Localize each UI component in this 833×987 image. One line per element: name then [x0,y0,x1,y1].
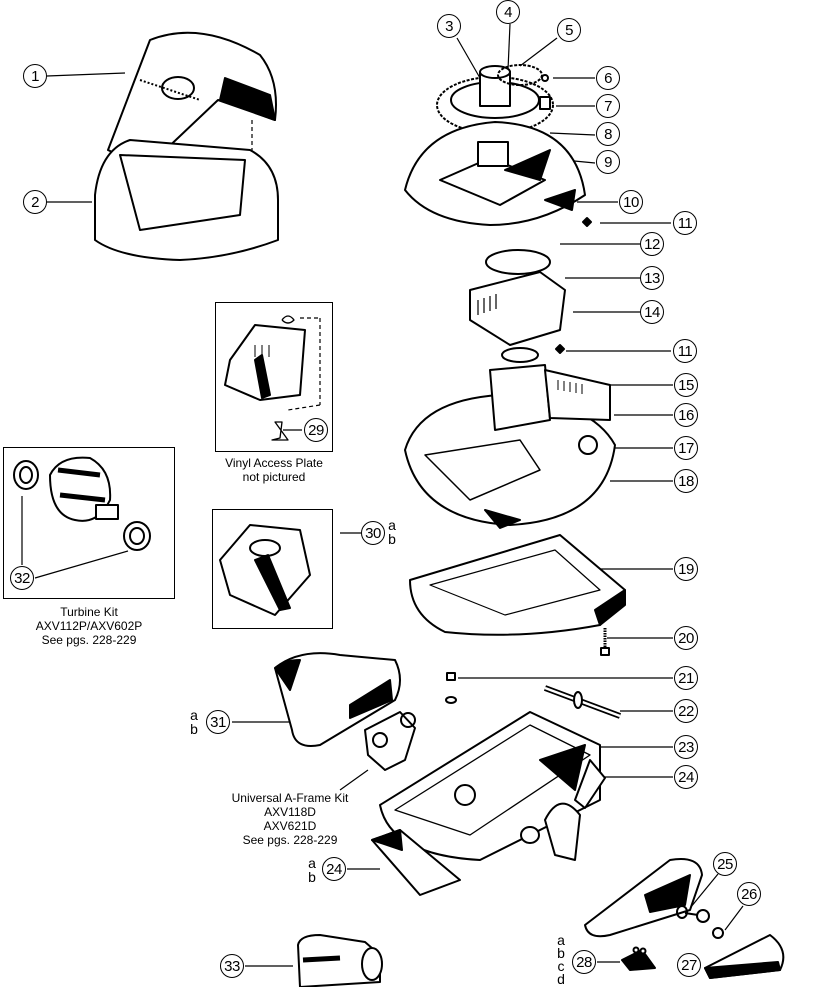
part-front-skirt [371,829,461,896]
part-bumper-28 [621,946,656,971]
callout-16: 16 [674,403,698,427]
part-main-housing [404,347,616,529]
callout-22: 22 [674,699,698,723]
caption-vinyl-access-plate: Vinyl Access Plate not pictured [214,456,334,484]
part-screw-20 [600,628,610,656]
part-30-component [219,524,311,616]
callout-31: 31 [206,710,230,734]
callout-27: 27 [677,953,701,977]
caption-line: AXV112P/AXV602P [35,619,143,633]
callout-11-lower: 11 [673,339,697,363]
part-vinyl-access-plate [224,315,306,441]
part-30-frame [212,509,333,629]
callout-19: 19 [674,557,698,581]
variant-24-b: b [308,869,316,885]
caption-line: See pgs. 228-229 [41,633,137,647]
callout-20: 20 [674,626,698,650]
callout-9: 9 [596,150,620,174]
part-top-cover [107,31,277,159]
variant-31-a: a [190,707,198,723]
caption-line: AXV118D [264,805,316,819]
callout-21: 21 [674,666,698,690]
caption-turbine-kit: Turbine Kit AXV112P/AXV602P See pgs. 228… [3,605,175,647]
callout-17: 17 [674,436,698,460]
caption-line: Vinyl Access Plate [225,456,323,470]
callout-33: 33 [220,954,244,978]
part-base-plate [409,534,626,636]
callout-24-left: 24 [322,857,346,881]
part-hose-connector-33 [297,934,383,987]
part-a-frame [364,711,416,771]
caption-line: not pictured [242,470,306,484]
part-left-side-panel [274,652,401,747]
callout-6: 6 [596,66,620,90]
part-axle [445,672,622,719]
part-turbine [13,456,151,551]
caption-line: Universal A-Frame Kit [231,791,349,805]
callout-4: 4 [496,0,520,24]
callout-13: 13 [640,266,664,290]
callout-15: 15 [674,373,698,397]
callout-32: 32 [10,566,34,590]
callout-29: 29 [304,418,328,442]
variant-24-a: a [308,855,316,871]
part-base-housing [94,139,279,261]
callout-11-upper: 11 [673,211,697,235]
variant-28-c: c [557,958,565,974]
turbine-kit-frame [3,447,175,599]
caption-line: See pgs. 228-229 [242,833,338,847]
caption-line: AXV621D [263,819,317,833]
callout-12: 12 [640,232,664,256]
part-right-side-panel [584,858,703,938]
variant-31-b: b [190,721,198,737]
part-motor-assembly [469,217,592,354]
part-top-shell [404,121,586,226]
callout-1: 1 [23,64,47,88]
callout-14: 14 [640,300,664,324]
part-washer-screw-25-26 [676,905,724,939]
callout-10: 10 [619,190,643,214]
callout-30: 30 [361,521,385,545]
callout-8: 8 [596,122,620,146]
callout-23: 23 [674,735,698,759]
callout-5: 5 [557,18,581,42]
callout-2: 2 [23,190,47,214]
caption-line: Turbine Kit [60,605,118,619]
variant-28-a: a [557,932,565,948]
callout-28: 28 [572,950,596,974]
caption-a-frame-kit: Universal A-Frame Kit AXV118D AXV621D Se… [225,791,355,847]
callout-7: 7 [596,94,620,118]
variant-28-b: b [557,945,565,961]
variant-30-b: b [388,531,396,547]
vinyl-access-plate-frame [215,302,333,452]
variant-28-d: d [557,971,565,987]
callout-3: 3 [437,14,461,38]
part-chassis [379,711,606,861]
part-tire-27 [704,934,785,979]
variant-30-a: a [388,517,396,533]
callout-18: 18 [674,469,698,493]
callout-25: 25 [713,852,737,876]
callout-26: 26 [737,882,761,906]
leader-lines [21,23,752,967]
callout-24-right: 24 [674,765,698,789]
